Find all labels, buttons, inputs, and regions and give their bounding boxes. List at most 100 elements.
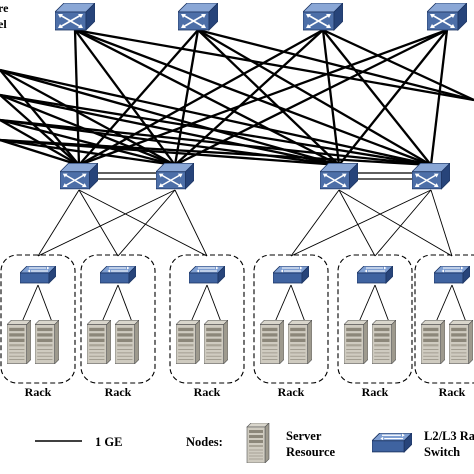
rack-link [37, 284, 53, 323]
aggregation-link [37, 189, 80, 257]
core-link [74, 28, 432, 167]
aggregation-link [290, 189, 340, 257]
aggregation-link [290, 189, 432, 257]
rack-link [274, 284, 292, 323]
aggregation-link [338, 189, 453, 257]
legend-link-label: 1 GE [95, 435, 122, 449]
server-icon [246, 423, 270, 463]
aggregation-rack-links [37, 189, 453, 257]
aggregation-link [374, 189, 432, 257]
rack-link [206, 284, 222, 323]
core-layer [55, 3, 467, 31]
core-label-line1: re [0, 1, 9, 15]
rack-switch-icon [372, 433, 412, 453]
rack-link [358, 284, 376, 323]
rack-link [190, 284, 208, 323]
core-link [0, 138, 432, 167]
aggregation-link [78, 189, 119, 257]
rack-switch[interactable] [100, 266, 136, 284]
aggregation-switch-4[interactable] [412, 163, 450, 190]
rack-group [337, 254, 413, 384]
core-link [174, 29, 324, 166]
rack-label: Rack [278, 385, 305, 399]
aggregation-switch-1[interactable] [60, 163, 98, 190]
core-aggregation-links [0, 28, 474, 167]
core-link [0, 68, 432, 167]
rack-internal-links [21, 284, 467, 323]
rack-label: Rack [25, 385, 52, 399]
server-node[interactable] [7, 320, 31, 364]
server-node[interactable] [115, 320, 139, 364]
rack-link [290, 284, 306, 323]
rack-group [80, 254, 156, 384]
server-node[interactable] [87, 320, 111, 364]
legend-switch-line1: L2/L3 Ra [424, 429, 474, 443]
aggregation-switch-3[interactable] [320, 163, 358, 190]
rack-group [253, 254, 329, 384]
rack-group [169, 254, 245, 384]
aggregation-link [78, 189, 208, 257]
aggregation-switch-2[interactable] [156, 163, 194, 190]
aggregation-link [338, 189, 376, 257]
rack-groups [0, 254, 474, 384]
rack-switch[interactable] [273, 266, 309, 284]
rack-switch[interactable] [20, 266, 56, 284]
core-switch-2[interactable] [178, 3, 218, 31]
legend-nodes-label: Nodes: [186, 435, 223, 449]
server-node[interactable] [288, 320, 312, 364]
core-switch-3[interactable] [303, 3, 343, 31]
rack-switch[interactable] [357, 266, 393, 284]
rack-link [374, 284, 390, 323]
rack-link [101, 284, 119, 323]
core-link [322, 28, 474, 102]
rack-label: Rack [362, 385, 389, 399]
core-link [197, 29, 432, 166]
aggregation-link [174, 189, 208, 257]
aggregation-link [430, 189, 453, 257]
aggregation-link [37, 189, 176, 257]
core-link [78, 29, 199, 166]
core-link [197, 29, 340, 166]
rack-label: Rack [194, 385, 221, 399]
rack-link [435, 284, 453, 323]
rack-label: Rack [105, 385, 132, 399]
rack-group [414, 254, 474, 384]
rack-switch[interactable] [189, 266, 225, 284]
rack-link [117, 284, 133, 323]
core-link [0, 118, 176, 167]
legend-switch-line2: Switch [424, 445, 460, 459]
core-link [0, 93, 432, 167]
server-node[interactable] [260, 320, 284, 364]
server-node[interactable] [344, 320, 368, 364]
rack-link [451, 284, 467, 323]
server-node[interactable] [449, 320, 473, 364]
core-link [0, 138, 80, 167]
core-link [78, 28, 448, 167]
server-node[interactable] [204, 320, 228, 364]
rack-devices [7, 266, 473, 364]
rack-group [0, 254, 76, 384]
server-node[interactable] [35, 320, 59, 364]
server-node[interactable] [176, 320, 200, 364]
server-node[interactable] [372, 320, 396, 364]
rack-switch[interactable] [434, 266, 470, 284]
core-layer-label: re el [0, 1, 9, 31]
core-link [0, 93, 340, 167]
legend-server-line1: Server [286, 429, 322, 443]
core-switch-1[interactable] [55, 3, 95, 31]
core-link [74, 28, 474, 102]
core-switch-4[interactable] [427, 3, 467, 31]
core-link [73, 29, 81, 166]
server-node[interactable] [421, 320, 445, 364]
core-link [338, 29, 448, 166]
core-link [0, 138, 176, 167]
core-link [321, 29, 341, 166]
aggregation-layer [60, 163, 450, 190]
core-link [322, 29, 432, 166]
core-link [173, 29, 200, 166]
core-link [429, 29, 449, 166]
core-label-line2: el [0, 17, 7, 31]
core-link [0, 118, 432, 167]
aggregation-pair-links [97, 172, 418, 180]
